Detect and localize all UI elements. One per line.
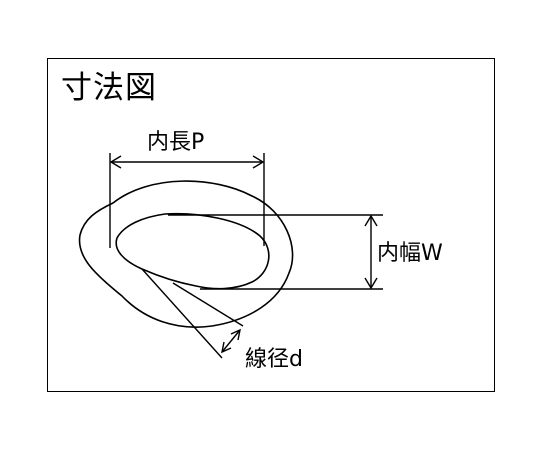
diagram-frame — [47, 58, 495, 392]
length-arrow-left — [109, 155, 122, 169]
link-inner-outline — [115, 212, 270, 290]
inner-width-label: 内幅W — [377, 241, 443, 266]
wire-arrow-inner — [221, 341, 232, 354]
width-arrow-bottom — [364, 277, 378, 290]
wire-extension-outer — [172, 282, 244, 327]
diagram-title: 寸法図 — [61, 70, 157, 106]
wire-arrow-outer — [230, 328, 241, 341]
width-arrow-top — [364, 214, 378, 227]
link-outer-outline — [78, 180, 294, 328]
wire-dimension-line — [221, 329, 241, 353]
wire-extension-inner — [141, 268, 223, 359]
inner-length-label: 内長P — [147, 130, 205, 155]
length-arrow-right — [252, 155, 265, 169]
wire-diameter-label: 線径d — [245, 347, 303, 372]
